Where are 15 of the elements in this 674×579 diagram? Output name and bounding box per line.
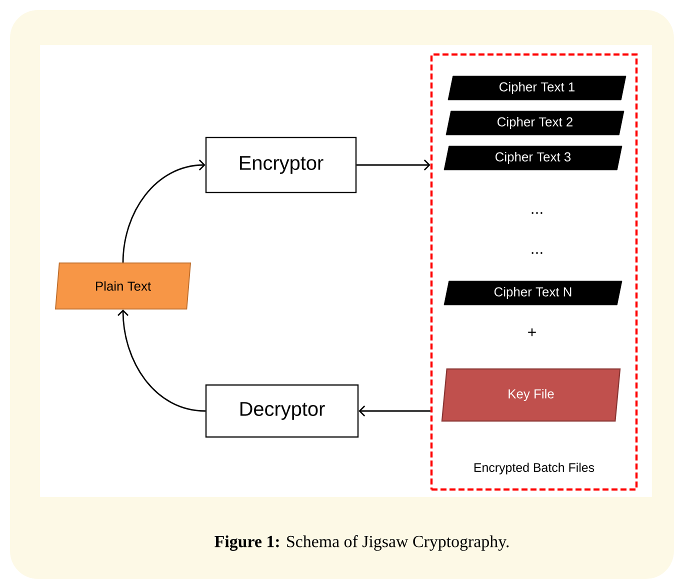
data-parallelogram: Cipher Text 1 — [448, 76, 626, 100]
arrow — [118, 310, 206, 412]
data-parallelogram: Key File — [441, 368, 621, 422]
process-box: Encryptor — [205, 136, 357, 194]
figure-caption: Figure 1: Schema of Jigsaw Cryptography. — [214, 535, 509, 551]
ellipsis: ... — [532, 212, 542, 214]
process-box: Decryptor — [205, 384, 359, 438]
data-parallelogram: Cipher Text 3 — [444, 146, 622, 170]
data-parallelogram: Cipher Text 2 — [446, 110, 624, 136]
arrow — [356, 160, 430, 170]
data-parallelogram: Cipher Text N — [444, 280, 622, 306]
arrow — [358, 406, 430, 416]
arrow — [122, 160, 206, 263]
ellipsis: ... — [532, 252, 542, 254]
plus-sign: + — [528, 328, 536, 336]
